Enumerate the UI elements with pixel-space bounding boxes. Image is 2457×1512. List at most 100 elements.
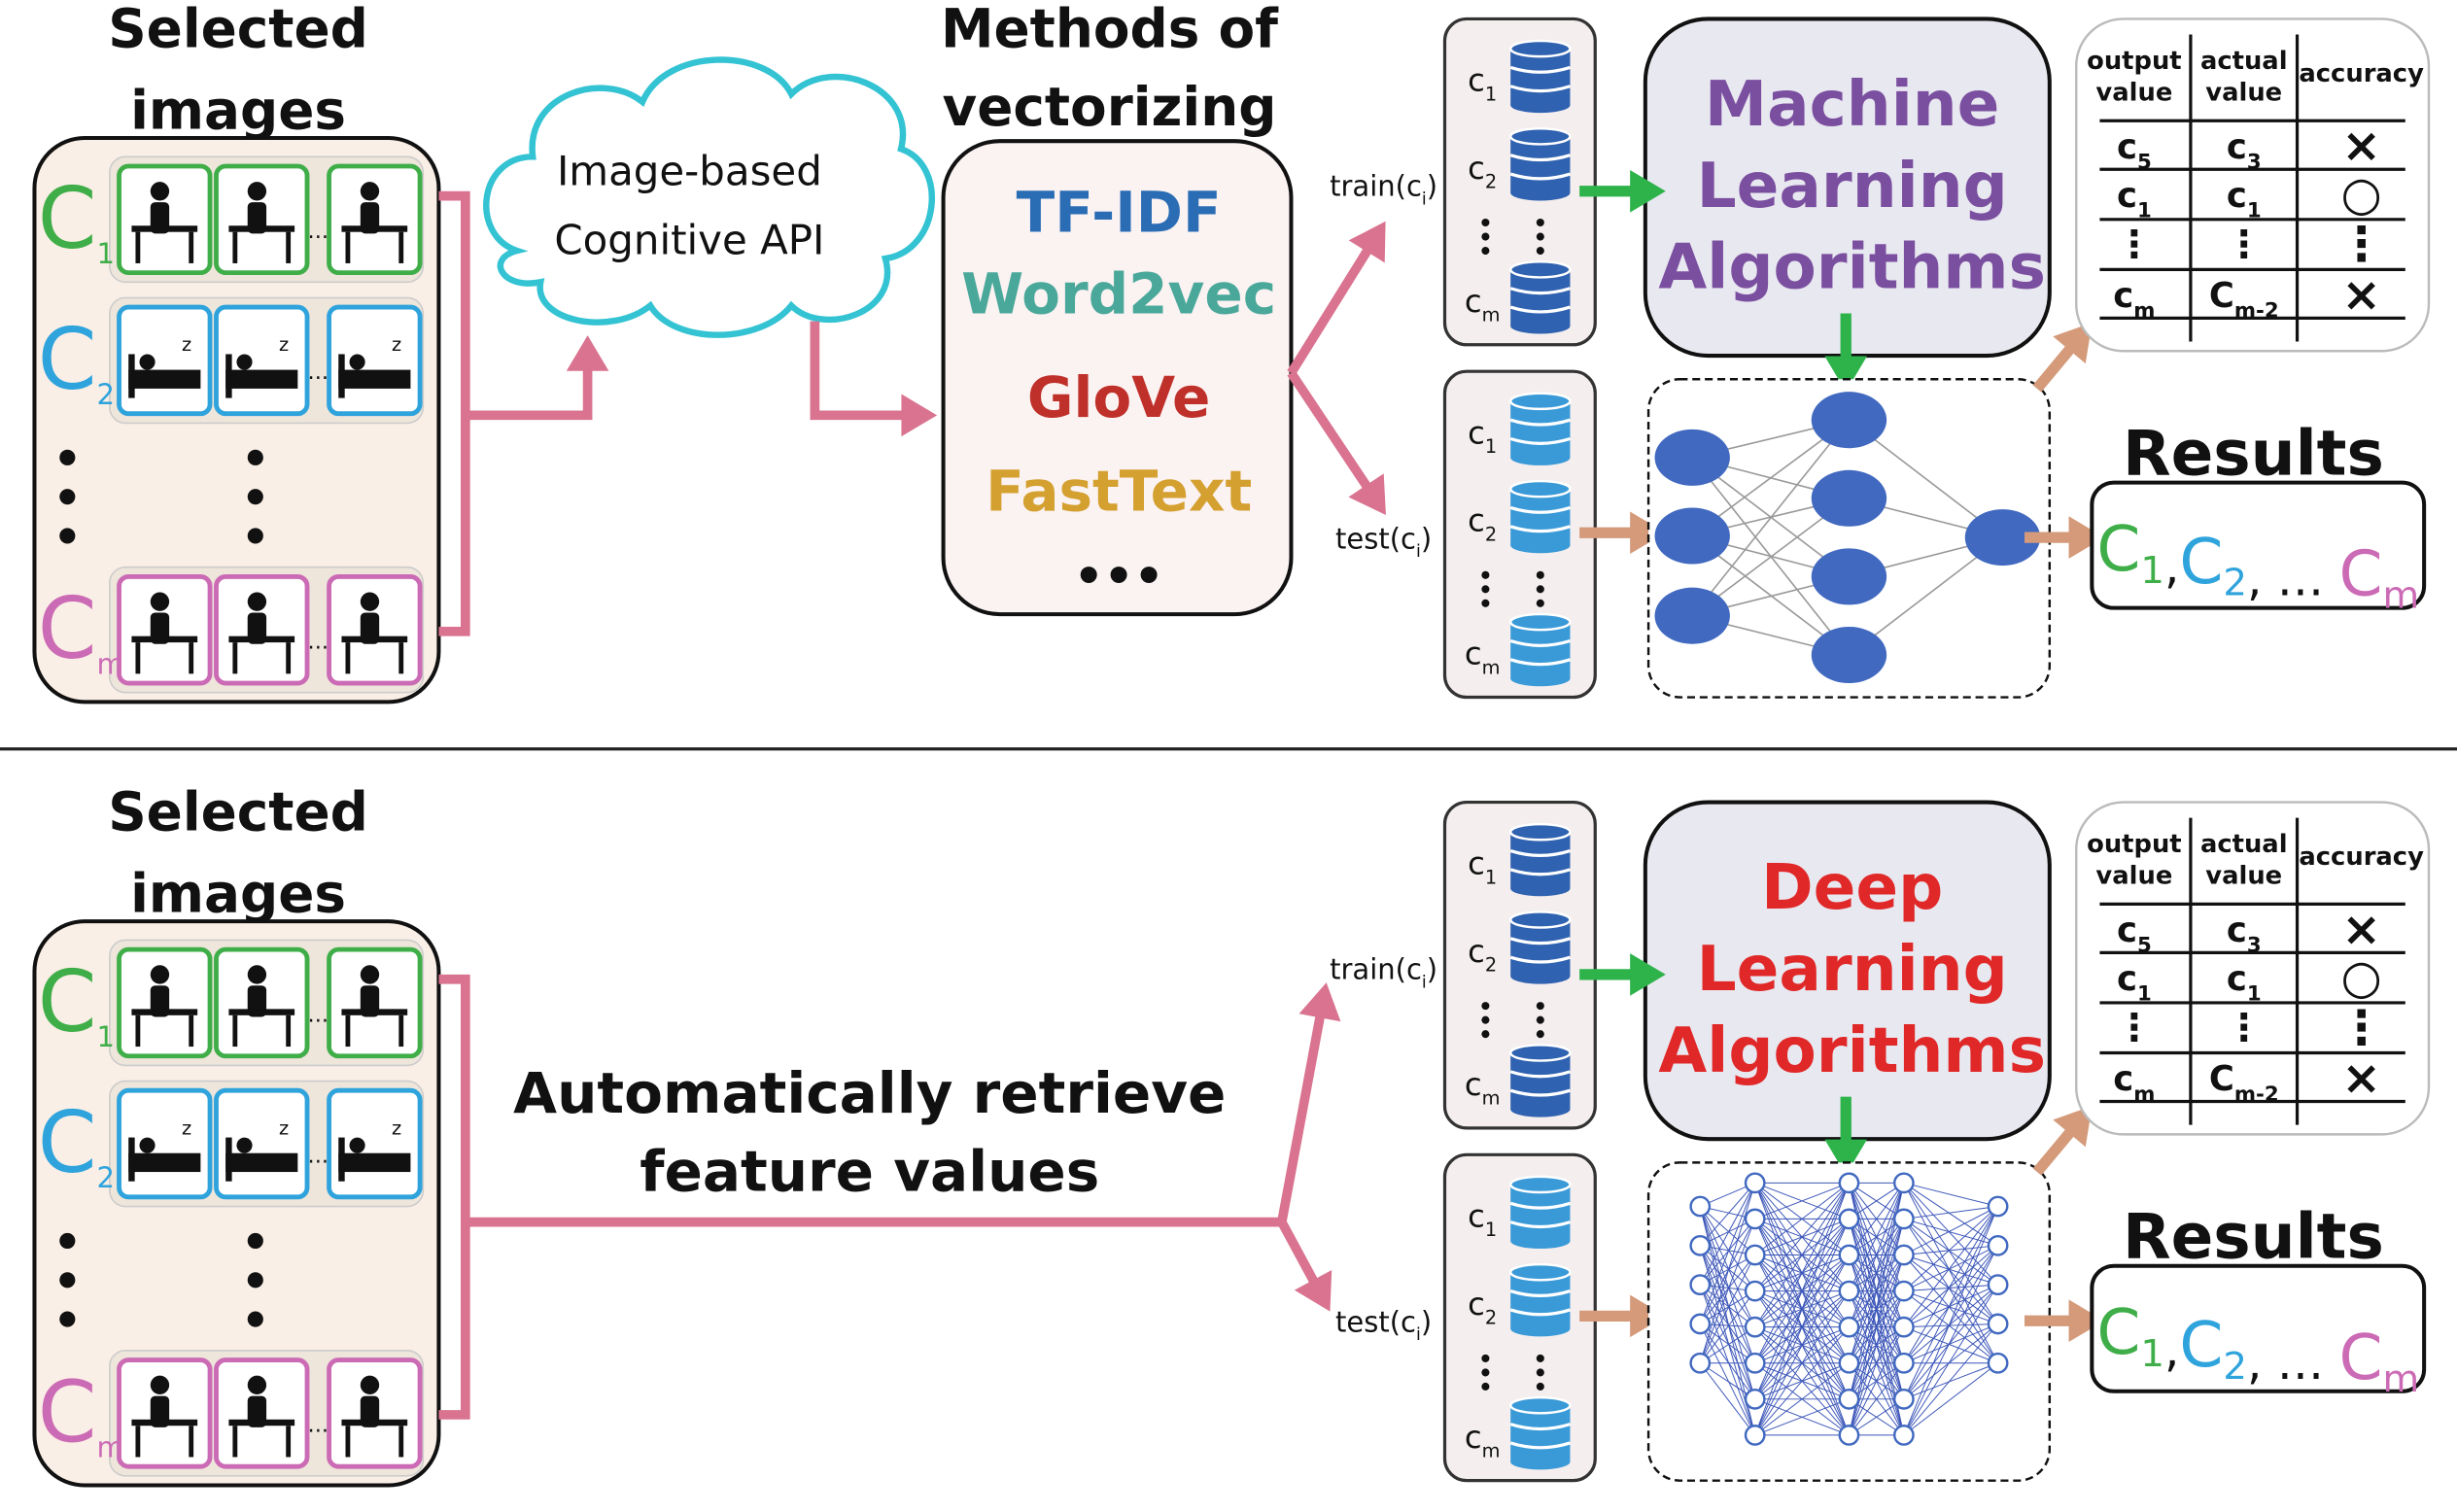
zzz-icon: z <box>279 333 289 356</box>
table-header: actual <box>2200 830 2288 859</box>
test-to-network-arrow <box>1579 1294 1666 1338</box>
algorithm-title: Machine <box>1705 68 1999 141</box>
subscript-text: 1 <box>2247 199 2262 223</box>
subscript-text: m-2 <box>2234 1082 2279 1107</box>
result-class: C <box>2096 1296 2140 1369</box>
db-bands <box>1509 1201 1571 1229</box>
person-icon <box>327 946 423 1059</box>
bed-shape <box>225 1152 298 1173</box>
arrow-head <box>1298 982 1341 1022</box>
database-icon <box>1508 612 1572 687</box>
result-class-subscript: 1 <box>2140 1332 2164 1376</box>
zzz-icon: z <box>279 1117 289 1139</box>
image-ellipsis <box>247 449 263 544</box>
arrow-head <box>1824 356 1868 393</box>
main-text: c <box>1468 150 1485 187</box>
dataset-class-label: c1 <box>1468 62 1497 106</box>
network-node <box>1892 1388 1915 1410</box>
network-edge <box>1699 1183 1756 1363</box>
ellipsis-dot <box>59 489 76 505</box>
table-cell: c1 <box>2117 176 2152 223</box>
network-node <box>1744 1208 1766 1230</box>
person-icon <box>117 946 213 1059</box>
arrow-head <box>1630 511 1666 555</box>
db-body <box>1510 269 1571 326</box>
result-class: C <box>2179 1309 2223 1382</box>
network-node <box>1744 1244 1766 1266</box>
ellipsis-dot <box>1481 1002 1490 1011</box>
db-top <box>1508 260 1572 279</box>
network-edge <box>1903 1284 1999 1436</box>
network-edge <box>1848 1183 1905 1327</box>
ellipsis-dot <box>1536 247 1544 256</box>
subscript-text: m <box>1482 1087 1501 1110</box>
head-shape <box>139 1137 156 1153</box>
network-edge <box>1903 1182 1998 1207</box>
bed-shape <box>128 1152 201 1173</box>
database-icon <box>1508 127 1572 201</box>
main-text: c <box>1468 1197 1485 1234</box>
network-edge <box>1699 1284 1756 1328</box>
network-edge <box>1699 1206 1756 1255</box>
network-edge <box>1754 1182 1850 1220</box>
database-icon <box>1508 911 1572 984</box>
db-bands <box>1509 1070 1571 1097</box>
db-bands <box>1509 1423 1571 1450</box>
subscript-text: m <box>2133 299 2155 324</box>
result-class: C <box>2096 513 2140 586</box>
arrow-to-test <box>1287 370 1386 515</box>
db-bands <box>1509 154 1571 181</box>
network-edge <box>1903 1323 1998 1400</box>
train-label: train(ci) <box>1330 953 1437 993</box>
person-icon <box>214 946 310 1059</box>
network-edge <box>1903 1323 1998 1328</box>
network-edge <box>1699 1290 1756 1364</box>
network-to-table-arrow <box>2032 322 2093 393</box>
db-body <box>1510 1184 1571 1241</box>
dataset-class-label: c2 <box>1468 1286 1497 1329</box>
db-bands <box>1509 505 1571 533</box>
class-subscript: 2 <box>96 1161 114 1194</box>
dataset-ellipsis <box>1481 570 1490 607</box>
close-paren: ) <box>1421 522 1432 555</box>
network-edge <box>1903 1206 1998 1255</box>
subscript-text: m <box>2133 1082 2155 1107</box>
network-edge <box>1903 1206 1998 1220</box>
network-edge <box>1903 1362 1998 1400</box>
person-icon: z <box>214 1087 310 1200</box>
ellipsis-dot <box>1536 585 1544 594</box>
network-node <box>1744 1352 1766 1374</box>
network-node <box>1811 392 1887 449</box>
ellipsis-dot <box>1536 232 1544 241</box>
table-cell: ⋮ <box>2116 1007 2154 1050</box>
network-edge <box>1903 1183 1999 1363</box>
ellipsis-dot <box>1536 1382 1544 1391</box>
db-bands <box>1509 418 1571 445</box>
network-edge <box>1754 1182 1850 1255</box>
method-fasttext: FastText <box>986 459 1252 525</box>
class-label: Cm <box>38 1362 124 1463</box>
subscript-text: 3 <box>2247 934 2262 958</box>
main-text: train(c <box>1330 953 1422 986</box>
network-edge <box>1903 1254 1998 1286</box>
person-icon: z <box>327 304 423 417</box>
head-shape <box>247 592 267 611</box>
main-text: c <box>2117 176 2137 216</box>
table-cell: c5 <box>2117 911 2152 958</box>
head-shape <box>349 354 365 370</box>
subscript-text: 5 <box>2137 934 2152 958</box>
db-top <box>1508 392 1572 411</box>
main-text: c <box>1465 1066 1482 1103</box>
ellipsis-dot <box>247 1232 263 1250</box>
subscript-text: 1 <box>1485 866 1497 888</box>
results-box: C1,C2, … Cm <box>2090 1263 2427 1401</box>
db-top <box>1508 127 1572 146</box>
methods-title: vectorizing <box>943 76 1277 138</box>
arrow-shaft <box>810 321 925 421</box>
network-node <box>1689 1313 1712 1335</box>
arrow-head <box>1348 473 1386 515</box>
db-top <box>1508 1044 1572 1062</box>
